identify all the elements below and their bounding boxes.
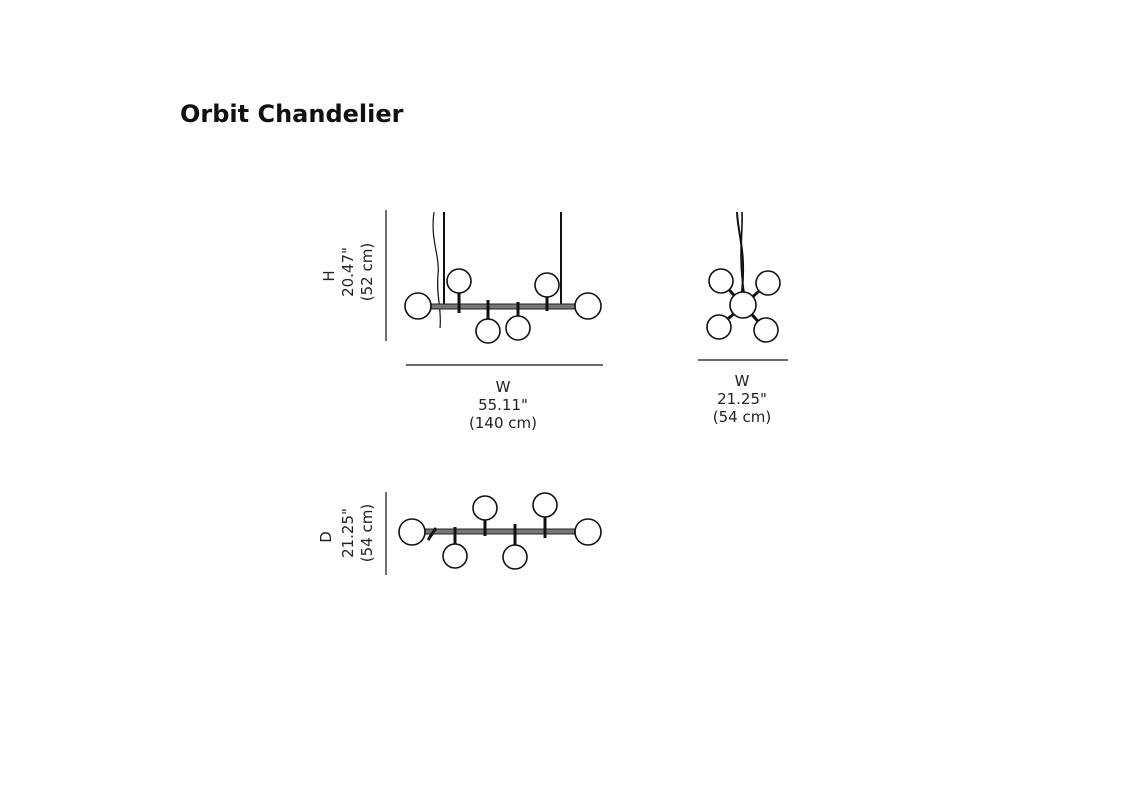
depth-label: D [317,531,335,543]
front-view-drawing [385,210,603,366]
power-cord [432,211,442,329]
globe [753,317,779,343]
depth-cm: (54 cm) [358,503,376,563]
width-label: W [734,372,750,390]
globe [472,495,498,521]
depth-inches: 21.25" [339,508,357,558]
globe [574,518,602,546]
side-width-dimension: W 21.25" (54 cm) [682,372,802,426]
side-view-drawing [698,211,788,361]
height-label: H [320,270,338,282]
globe [574,292,602,320]
height-cm: (52 cm) [358,242,376,302]
front-width-dimension: W 55.11" (140 cm) [443,378,563,432]
globe [398,518,426,546]
top-view-drawing [385,492,602,575]
globe [502,544,528,570]
globe [708,268,734,294]
globe [446,268,472,294]
globe [706,314,732,340]
globe [505,315,531,341]
globe [755,270,781,296]
globe [534,272,560,298]
globe [404,292,432,320]
center-hub [729,291,757,319]
width-label: W [495,378,511,396]
globe [532,492,558,518]
chandelier-bar [423,528,579,535]
globe [442,543,468,569]
width-cm: (140 cm) [469,414,537,432]
width-cm: (54 cm) [712,408,772,426]
page-title: Orbit Chandelier [180,100,404,128]
chandelier-bar [429,303,577,310]
width-inches: 55.11" [478,396,528,414]
width-inches: 21.25" [717,390,767,408]
globe [475,318,501,344]
height-inches: 20.47" [339,247,357,297]
